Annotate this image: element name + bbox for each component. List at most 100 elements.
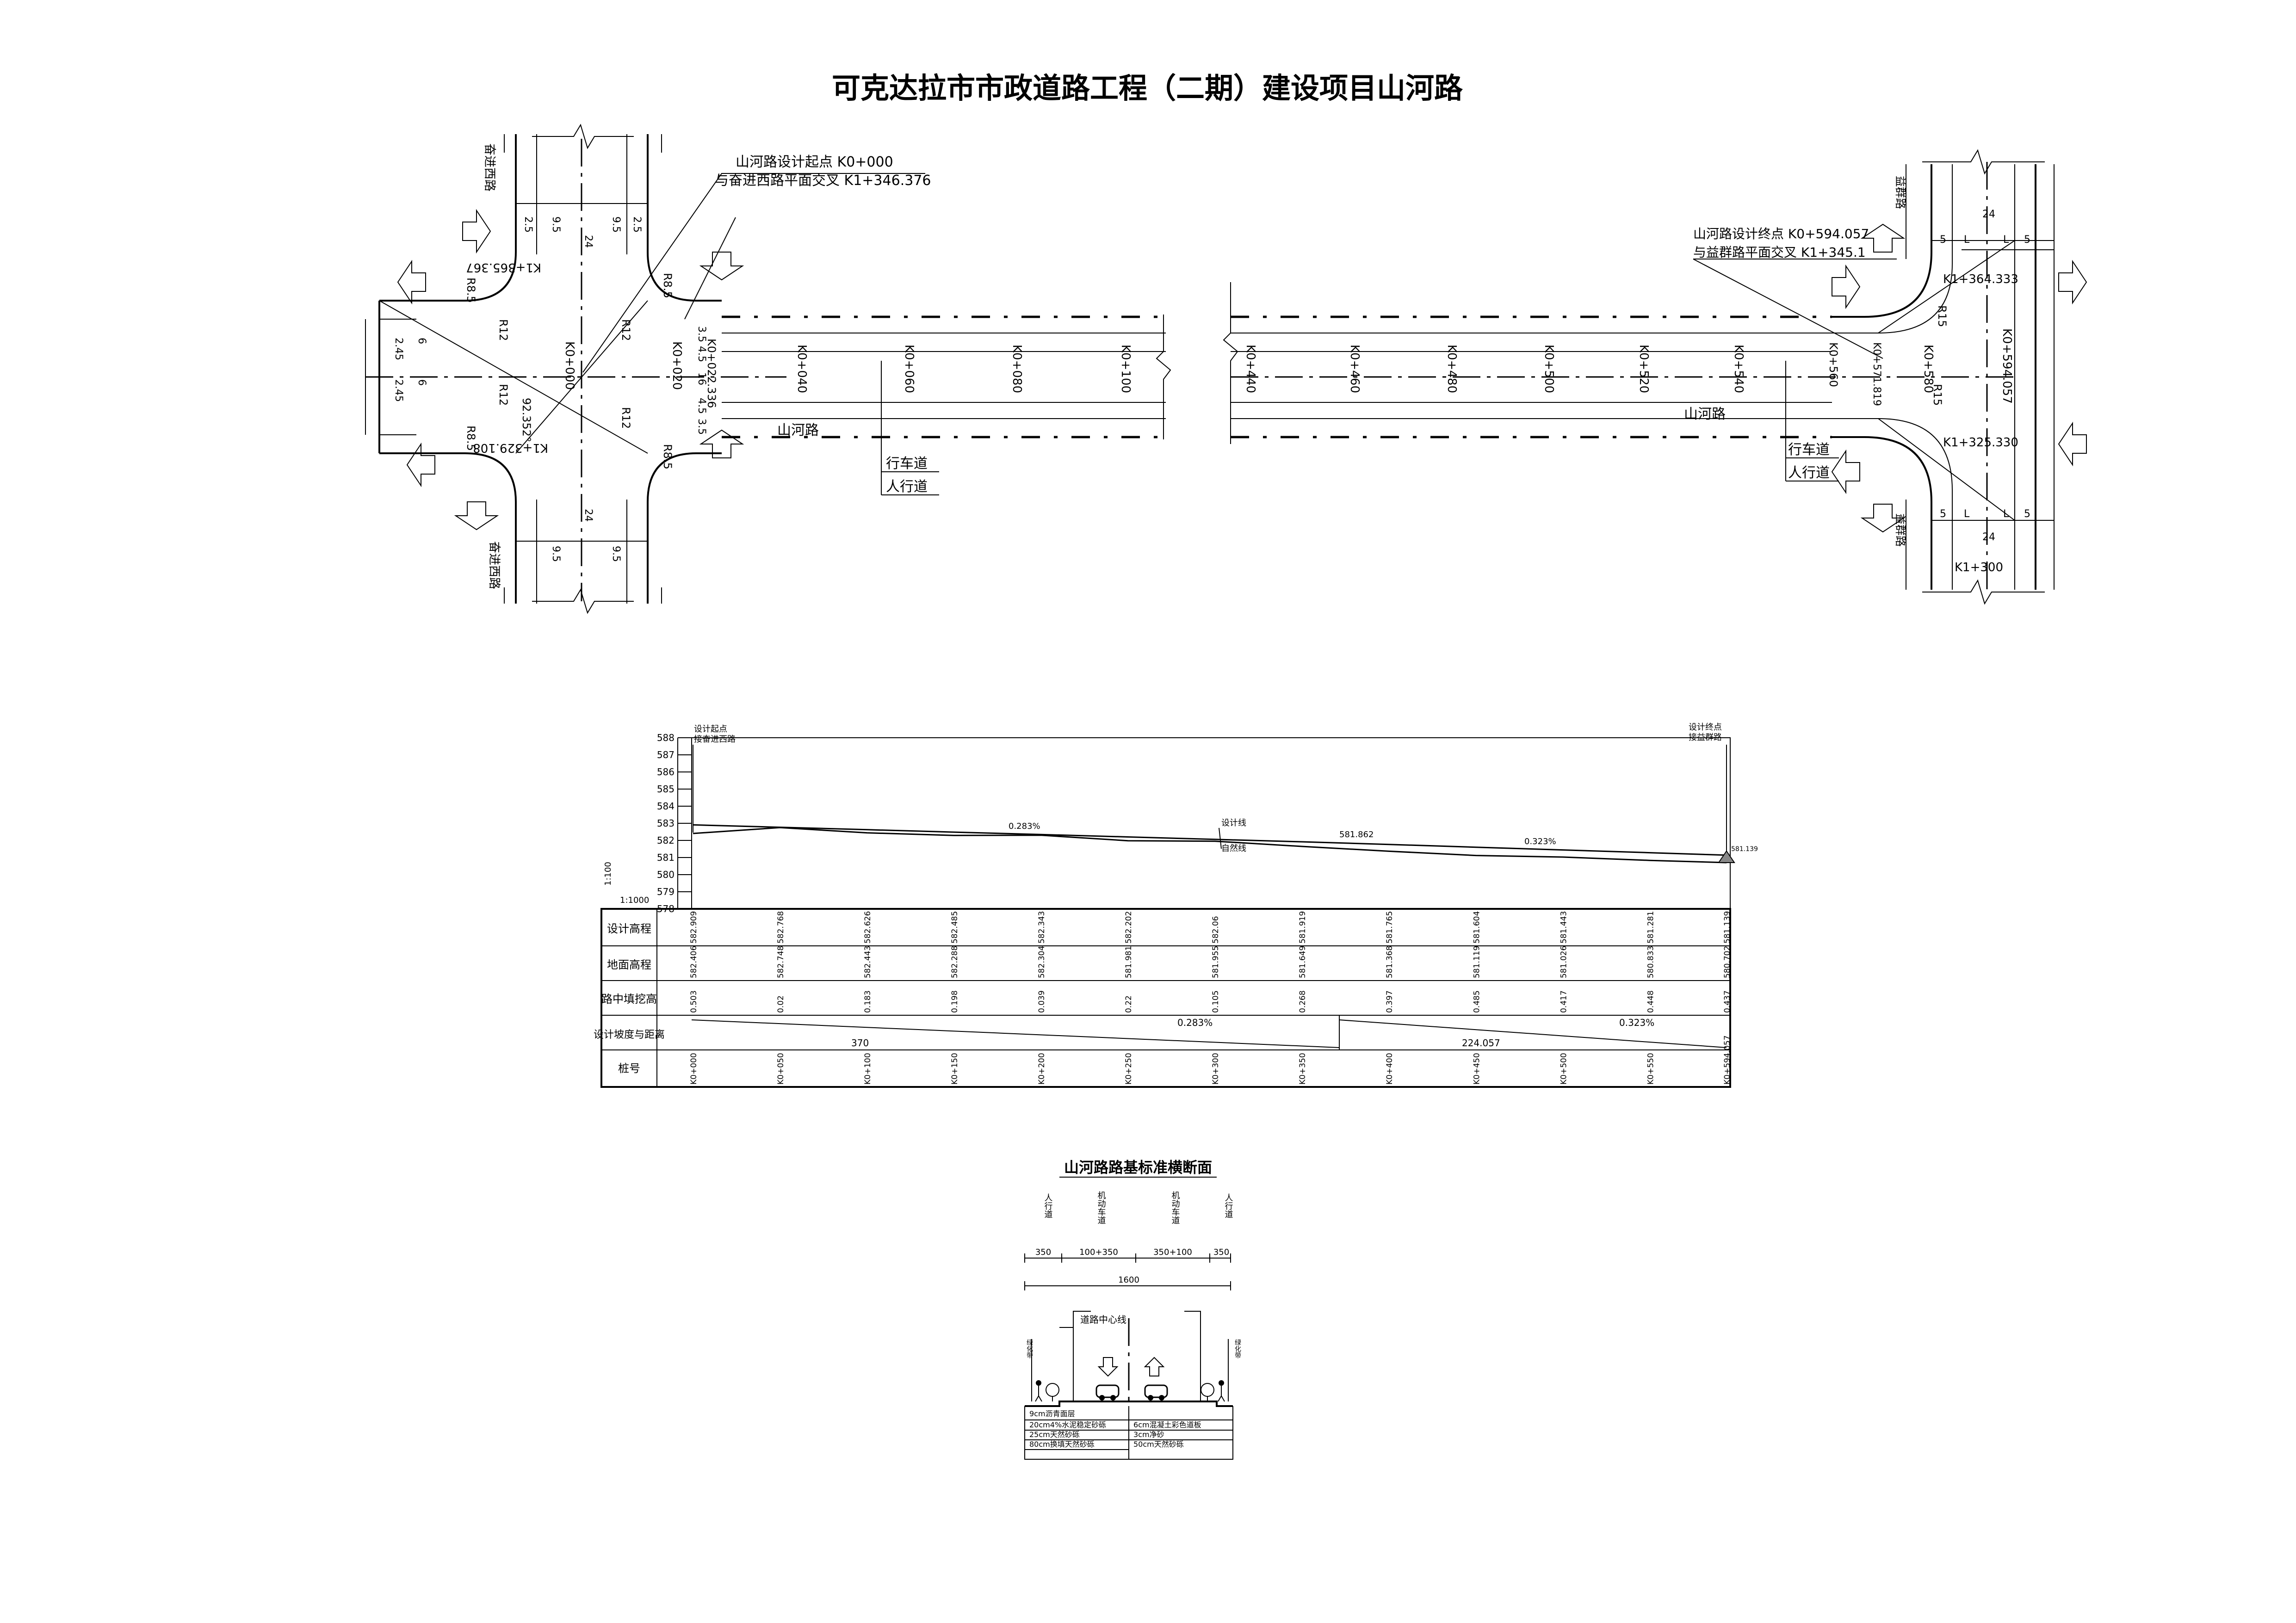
- dim-label: L: [1964, 508, 1970, 520]
- cross-road-name: 益群路: [1894, 176, 1907, 209]
- table-cell: 582.443: [863, 946, 873, 978]
- table-cell: 580.833: [1646, 946, 1655, 978]
- table-cell: 581.955: [1211, 946, 1220, 978]
- table-cell: K0+100: [863, 1053, 873, 1085]
- walk-label: 人行道: [1043, 1193, 1053, 1218]
- plan-left-chainages: K0+000 K0+020 K0+022.336 K0+040 K0+060 K…: [563, 339, 1133, 408]
- table-cell: 582.06: [1211, 916, 1220, 944]
- chainage-label: K0+480: [1445, 345, 1459, 393]
- dim-label: L: [1964, 234, 1970, 246]
- start-label-1: 设计起点: [694, 724, 727, 734]
- plan-west-intersection: 2.5 9.5 24 9.5 2.5 24 9.5 9.5 2.45 6 2.4…: [365, 123, 925, 614]
- elev-tick-label: 587: [657, 749, 675, 760]
- chainage-label: K0+520: [1637, 345, 1651, 393]
- table-cell: 0.105: [1211, 990, 1220, 1013]
- dim-label: 2.5: [631, 216, 643, 233]
- dim-label: 1600: [1118, 1275, 1139, 1285]
- chainage-label: K1+325.330: [1943, 436, 2018, 450]
- table-cell: 582.748: [776, 946, 786, 978]
- dim-label: 3.5: [696, 419, 707, 435]
- layer-label: 9cm沥青面层: [1029, 1409, 1075, 1418]
- start-label-2: 接奋进西路: [694, 734, 736, 744]
- table-cell: 582.485: [950, 911, 959, 944]
- arrow-down-icon: [1097, 1357, 1119, 1377]
- vertex-label: 581.862: [1339, 830, 1374, 839]
- dim-label: 24: [582, 509, 594, 522]
- chainage-label: K0+580: [1921, 345, 1935, 393]
- dim-label: 4.5: [696, 346, 707, 362]
- design-line-label: 设计线: [1221, 818, 1246, 828]
- table-cell: K0+250: [1124, 1053, 1133, 1085]
- cross-section: 山河路路基标准横断面 人行道 机动车道 机动车道 人行道 350 100+350…: [1024, 1159, 1241, 1460]
- table-cell: 0.397: [1385, 990, 1394, 1013]
- car-icon: [1095, 1384, 1120, 1401]
- radius-label: R8.5: [464, 426, 477, 451]
- profile-plot-frame: [691, 737, 1731, 909]
- greenbelt-label: 绿化带: [1234, 1339, 1241, 1359]
- start-note-line2: 与奋进西路平面交叉 K1+346.376: [715, 173, 931, 189]
- table-cell: 581.026: [1559, 946, 1568, 978]
- elev-tick-label: 583: [657, 818, 675, 829]
- grade-seg-1-length: 370: [851, 1037, 869, 1049]
- table-cell: 581.919: [1298, 911, 1307, 944]
- layer-label: 20cm4%水泥稳定砂砾: [1029, 1420, 1106, 1429]
- table-cell: 581.981: [1124, 946, 1133, 978]
- chainage-label: K0+571.819: [1871, 342, 1882, 406]
- dim-label: 350+100: [1153, 1247, 1192, 1257]
- table-cell: 582.304: [1037, 946, 1046, 978]
- layer-label: 3cm净砂: [1133, 1430, 1164, 1439]
- row-header: 桩号: [618, 1062, 640, 1075]
- table-cell: 580.702: [1723, 946, 1732, 978]
- end-triangle-icon: [1718, 850, 1735, 863]
- chainage-label: K0+100: [1119, 345, 1133, 393]
- elev-tick-label: 588: [657, 732, 675, 743]
- chainage-label: K0+060: [902, 345, 916, 393]
- grade-label-1: 0.283%: [1009, 821, 1040, 831]
- table-cell: K0+400: [1385, 1053, 1394, 1085]
- dim-label: 4.5: [696, 398, 707, 414]
- dim-label: 100+350: [1079, 1247, 1118, 1257]
- table-cell: K0+594.057: [1723, 1035, 1732, 1085]
- table-cell: 0.198: [950, 990, 959, 1013]
- chainage-label: K0+022.336: [705, 339, 718, 408]
- end-label-2: 接益群路: [1689, 733, 1722, 742]
- table-cell: 582.768: [776, 911, 786, 944]
- start-note-line1: 山河路设计起点 K0+000: [736, 154, 893, 170]
- walk-label: 人行道: [1224, 1193, 1233, 1218]
- table-cell: 582.626: [863, 911, 873, 944]
- table-cell: 0.437: [1723, 990, 1732, 1013]
- direction-arrow-icon: [1831, 223, 2087, 533]
- dim-label: 5: [2024, 508, 2030, 520]
- radius-label: R12: [619, 319, 632, 341]
- dim-label: 350: [1035, 1247, 1051, 1257]
- dim-label: 24: [1982, 209, 1995, 220]
- chainage-label: K0+500: [1542, 345, 1556, 393]
- dim-label: 5: [1940, 508, 1946, 520]
- plan-road-right-segment: [1223, 282, 2017, 444]
- dim-label: 16: [696, 372, 707, 385]
- grade-seg-1-grade: 0.283%: [1177, 1017, 1213, 1028]
- radius-label: R12: [497, 384, 510, 406]
- table-cell: K0+500: [1559, 1053, 1568, 1085]
- table-cell: K0+450: [1472, 1053, 1481, 1085]
- cross-road-name: 益群路: [1894, 513, 1907, 547]
- plan-road-left-segment: 3.5 4.5 16 4.5 3.5: [696, 315, 1171, 439]
- plan-right-chainages: K0+440 K0+460 K0+480 K0+500 K0+520 K0+54…: [1244, 342, 1935, 406]
- dim-label: 2.45: [393, 338, 404, 360]
- motor-label: 机动车道: [1096, 1191, 1106, 1224]
- arrow-up-icon: [1144, 1357, 1165, 1376]
- table-cell: 581.649: [1298, 946, 1307, 978]
- elev-tick-label: 585: [657, 784, 675, 795]
- dim-label: L: [2003, 234, 2009, 246]
- chainage-label: K1+300: [1955, 561, 2003, 574]
- chainage-label: K0+560: [1827, 342, 1840, 387]
- layer-label: 50cm天然砂砾: [1133, 1440, 1184, 1449]
- table-cell: 0.503: [689, 990, 699, 1013]
- pedestrian-icon: [1035, 1380, 1042, 1402]
- table-cell: K0+150: [950, 1053, 959, 1085]
- chainage-label: K1+364.333: [1943, 272, 2018, 286]
- dim-label: 2.5: [522, 216, 534, 233]
- section-title: 山河路路基标准横断面: [1064, 1159, 1212, 1176]
